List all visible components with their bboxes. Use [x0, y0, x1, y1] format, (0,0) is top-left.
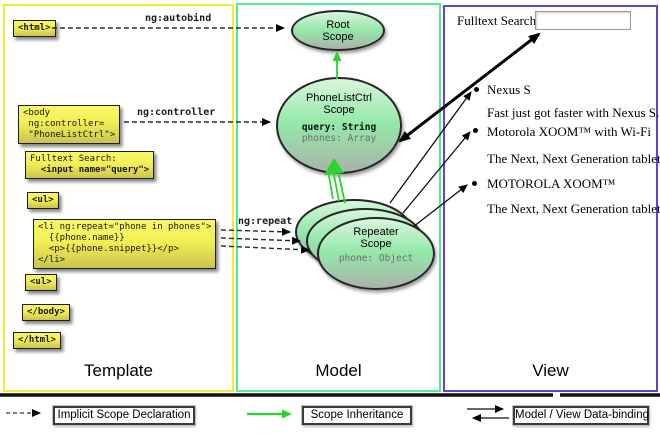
view-item-desc: The Next, Next Generation tablet. — [487, 201, 660, 216]
model-column — [236, 3, 441, 392]
view-item-desc: The Next, Next Generation tablet. — [487, 151, 660, 166]
body-close-tag-box: </body> — [22, 304, 70, 321]
bullet-icon — [473, 128, 478, 133]
root-scope-title: Root Scope — [322, 18, 354, 43]
legend-implicit-scope-box: Implicit Scope Declaration — [53, 406, 195, 425]
phones-property: phones: Array — [301, 133, 377, 144]
view-item-desc: Fast just got faster with Nexus S. — [487, 105, 660, 120]
fulltext-template-label: Fulltext Search: — [30, 154, 117, 164]
fulltext-search-input[interactable] — [535, 11, 631, 30]
ng-autobind-label: ng:autobind — [145, 13, 212, 24]
view-item-title: Nexus S — [487, 82, 531, 97]
fulltext-template-box: Fulltext Search: <input name="query"> — [25, 151, 155, 179]
legend-scope-inheritance-box: Scope Inheritance — [302, 406, 412, 425]
li-repeat-code-box: <li ng:repeat="phone in phones"> {{phone… — [33, 219, 217, 269]
input-tag-code: <input name="query"> — [30, 165, 150, 175]
query-property: query: String — [301, 122, 377, 133]
html-open-tag-box: <html> — [13, 20, 56, 37]
body-open-tag-box: <body ng:controller= "PhoneListCtrl"> — [18, 105, 121, 144]
repeater-scope-title: Repeater Scope — [353, 226, 399, 250]
ul-close-tag-box: <ul> — [25, 274, 57, 291]
view-item-title: Motorola XOOM™ with Wi-Fi — [487, 124, 652, 139]
html-close-tag-box: </html> — [13, 332, 61, 349]
view-fulltext-label: Fulltext Search: — [457, 13, 540, 28]
template-column-label: Template — [84, 361, 153, 380]
legend-data-binding-box: Model / View Data-binding — [513, 406, 649, 425]
ng-controller-label: ng:controller — [137, 107, 216, 118]
model-column-label: Model — [315, 361, 362, 380]
root-scope-ellipse: Root Scope — [291, 10, 385, 51]
view-column-label: View — [532, 361, 569, 380]
ng-repeat-label: ng:repeat — [238, 216, 293, 227]
repeater-scope-ellipse-front: Repeater Scope phone: Object — [317, 217, 435, 290]
bullet-icon — [472, 181, 477, 186]
phonelistctrl-scope-ellipse: PhoneListCtrl Scope query: String phones… — [276, 77, 402, 174]
view-column — [443, 5, 658, 392]
view-item-title: MOTOROLA XOOM™ — [487, 176, 616, 191]
ul-open-tag-box: <ul> — [27, 192, 59, 209]
phonelistctrl-scope-title: PhoneListCtrl Scope — [305, 92, 373, 116]
phone-property: phone: Object — [338, 253, 414, 264]
bullet-icon — [474, 87, 479, 92]
